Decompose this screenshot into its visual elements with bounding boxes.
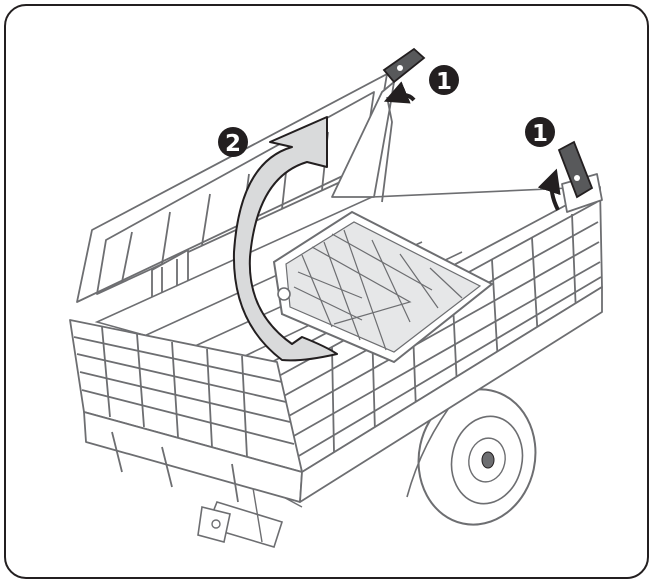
clip-left xyxy=(382,47,426,104)
callout-1-left: 1 xyxy=(429,65,459,95)
cart-diagram: 1 1 2 xyxy=(69,47,603,548)
callout-1-right: 1 xyxy=(525,117,555,147)
cart-front-wall xyxy=(69,286,603,503)
lift-arrow xyxy=(232,116,338,362)
figure-frame: 1 1 2 xyxy=(4,4,649,579)
clip-right xyxy=(537,140,594,211)
callout-2: 2 xyxy=(218,127,248,157)
callout-2-label: 2 xyxy=(225,131,241,157)
callout-1-left-label: 1 xyxy=(436,69,452,95)
grid-tray xyxy=(272,210,494,364)
callout-1-right-label: 1 xyxy=(532,121,548,147)
